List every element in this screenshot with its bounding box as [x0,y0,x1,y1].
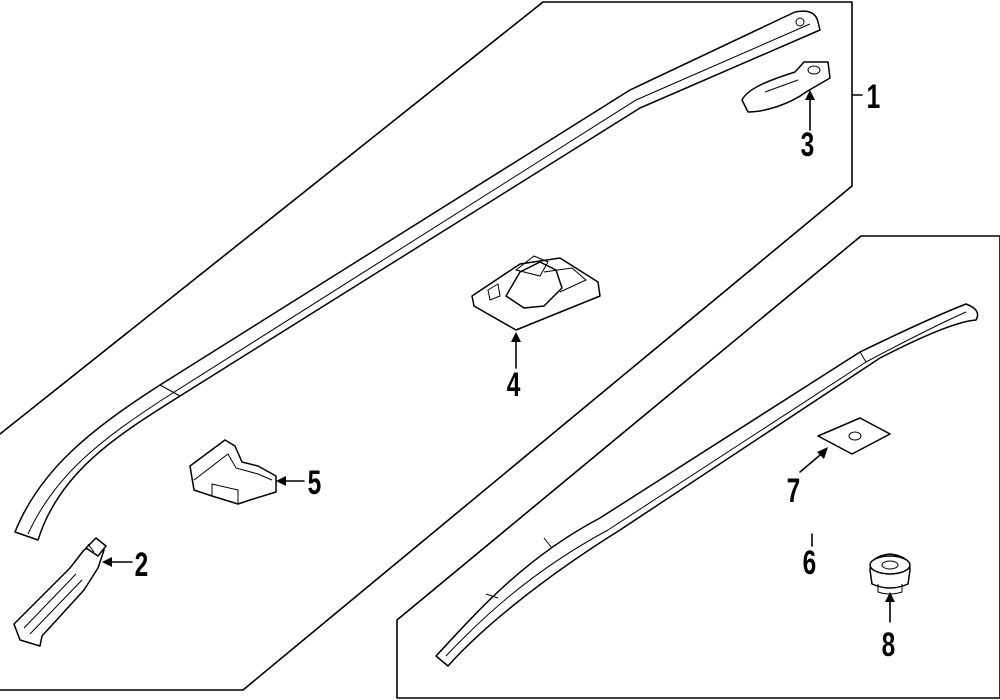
callout-3: 3 [801,126,815,164]
group-frame-left [0,1,853,691]
callout-5: 5 [308,464,322,502]
callout-7: 7 [787,472,801,510]
callout-6: 6 [803,544,817,582]
roof-moulding-part-6 [435,303,979,667]
leader-lines [102,90,895,623]
adhesive-tube-part-2 [13,537,107,647]
nut-part-8 [869,553,911,595]
pad-part-7 [817,417,891,455]
callout-1: 1 [867,78,881,116]
callout-4: 4 [507,366,521,404]
roof-rail-part-1 [14,10,821,541]
clip-part-4 [471,255,601,331]
end-cap-part-3 [741,61,831,113]
callout-8: 8 [882,626,896,664]
group-frame-right [396,235,1000,699]
callout-2: 2 [135,546,149,584]
callout-labels: 1 2 3 4 5 6 7 8 [135,78,896,664]
bracket-part-5 [189,439,277,505]
